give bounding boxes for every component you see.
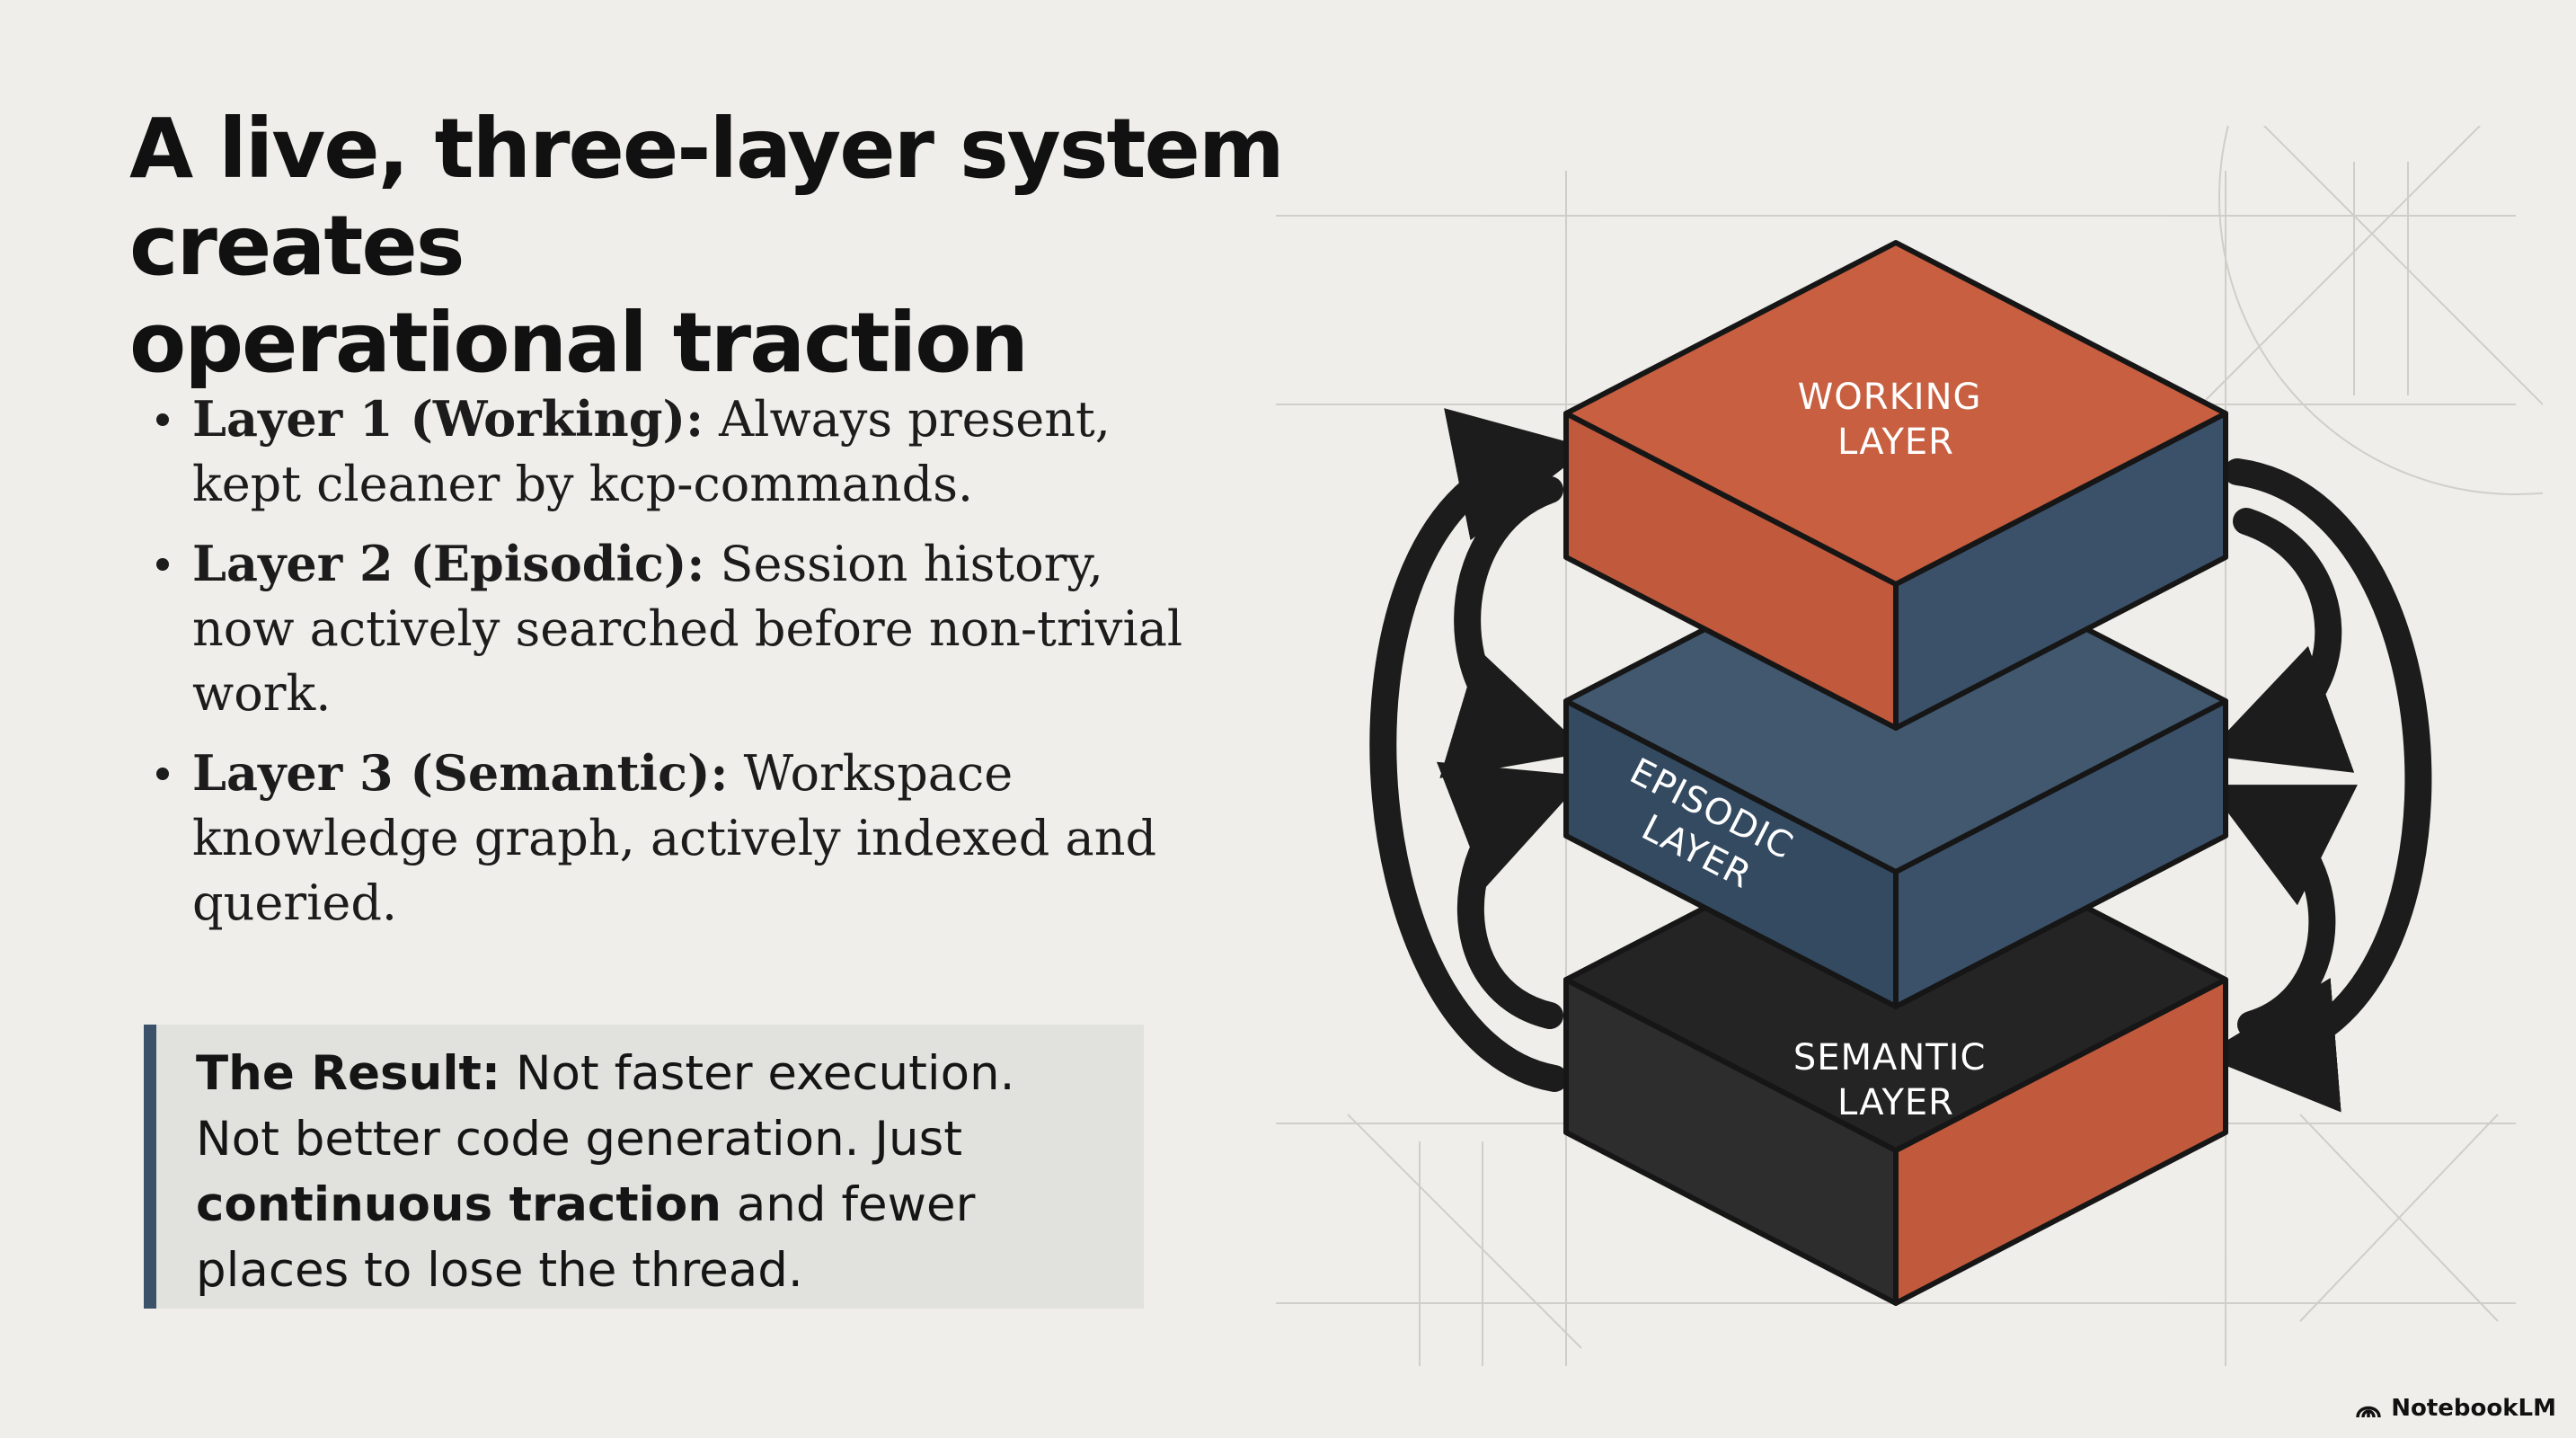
result-callout: The Result: Not faster execution. Not be… [144,1025,1144,1309]
bullet-list: Layer 1 (Working): Always present, kept … [151,386,1184,950]
arrow-left-upper-icon [1439,476,1589,778]
bullet-text: Always present, kept cleaner by kcp-comm… [192,391,1111,512]
arrow-left-lower-icon [1436,761,1587,1029]
three-layer-diagram: WORKING LAYER EPISODIC LAYER SEMANTIC LA… [1276,126,2543,1366]
callout-label: The Result: [196,1046,501,1101]
arrow-left-outer-icon [1369,408,1589,1092]
bullet-text: Workspace knowledge graph, actively inde… [192,745,1157,931]
bullet-dot [156,558,169,571]
callout-text-1: Not faster execution. Not better code ge… [196,1046,1015,1167]
title-line-1: A live, three-layer system creates [129,101,1285,294]
semantic-layer-label: SEMANTIC LAYER [1793,1037,1998,1123]
working-layer-block [1563,240,2228,731]
brand-name: NotebookLM [2391,1395,2556,1422]
bullet-text: Session history, now actively searched b… [192,536,1183,722]
bullet-label: Layer 1 (Working): [192,390,704,448]
bullet-label: Layer 3 (Semantic): [192,744,729,802]
arrow-right-outer-icon [2201,458,2432,1113]
arrow-right-lower-icon [2207,785,2359,1038]
bullet-dot [156,768,169,780]
feedback-arrows [1369,408,2432,1113]
bullet-label: Layer 2 (Episodic): [192,535,705,592]
bullet-layer-1: Layer 1 (Working): Always present, kept … [151,386,1184,517]
notebooklm-logo-icon [2356,1406,2381,1418]
working-layer-label: WORKING LAYER [1798,377,1995,463]
title-line-2: operational traction [129,295,1029,391]
arrow-right-upper-icon [2204,508,2355,773]
callout-text-2: and fewer places to lose the thread. [196,1177,976,1298]
slide-title: A live, three-layer system creates opera… [129,101,1531,392]
notebooklm-brand: NotebookLM [2355,1395,2556,1422]
bullet-dot [156,413,169,426]
callout-emphasis: continuous traction [196,1177,721,1232]
bullet-layer-2: Layer 2 (Episodic): Session history, now… [151,531,1184,726]
bullet-layer-3: Layer 3 (Semantic): Workspace knowledge … [151,741,1184,936]
